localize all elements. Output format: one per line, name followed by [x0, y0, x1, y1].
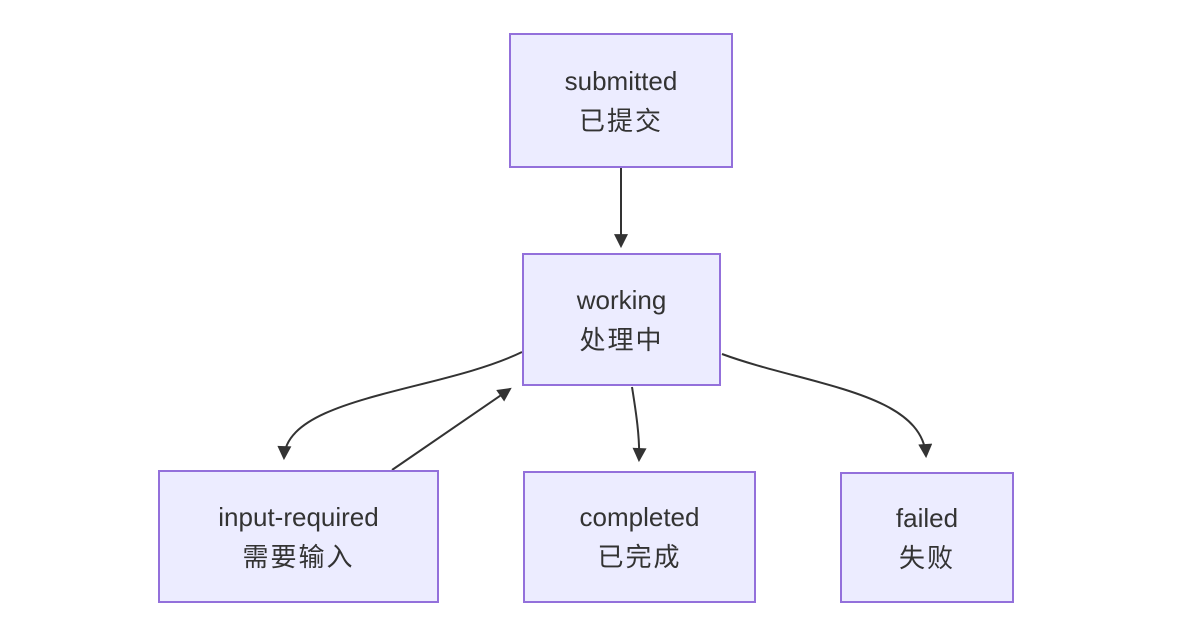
node-completed-label-zh: 已完成 [597, 542, 682, 572]
edge-working-to-failed [721, 353, 933, 459]
node-submitted: submitted 已提交 [509, 33, 733, 168]
node-submitted-label-zh: 已提交 [578, 105, 663, 136]
node-submitted-label-en: submitted [564, 65, 678, 96]
node-input-required: input-required 需要输入 [158, 470, 439, 603]
node-completed-label-en: completed [579, 502, 700, 532]
node-working-label-zh: 处理中 [579, 324, 664, 355]
node-input-required-label-zh: 需要输入 [242, 541, 355, 572]
node-failed: failed 失败 [840, 472, 1014, 603]
node-input-required-label-en: input-required [218, 501, 379, 532]
edge-working-to-input-required [277, 351, 523, 461]
node-working: working 处理中 [522, 253, 721, 386]
node-completed: completed 已完成 [523, 471, 756, 603]
node-failed-label-zh: 失败 [898, 542, 955, 573]
node-failed-label-en: failed [895, 502, 959, 533]
edge-working-to-completed [631, 386, 647, 463]
edge-input-required-to-working [391, 387, 512, 471]
node-working-label-en: working [576, 284, 667, 315]
